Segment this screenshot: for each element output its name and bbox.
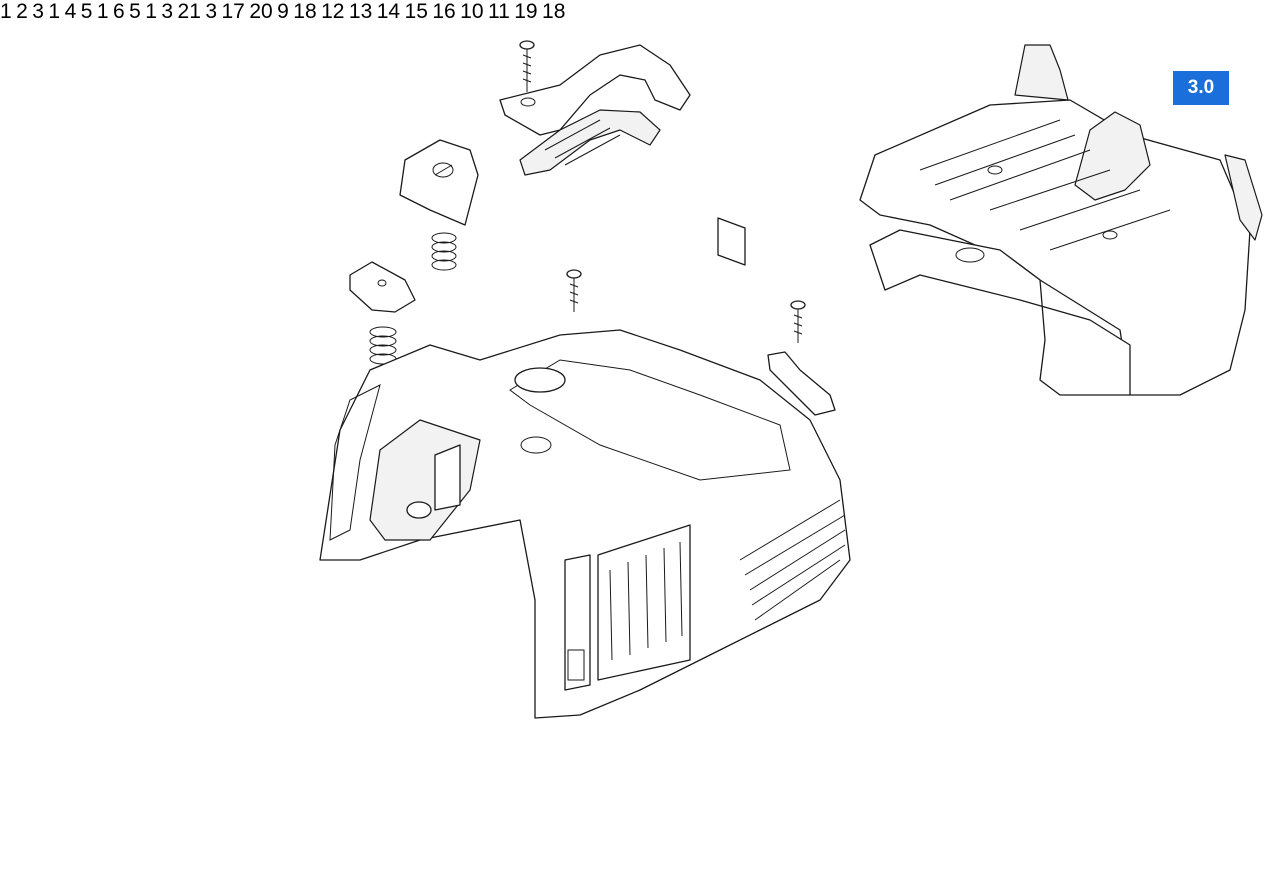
callout-2-handle: 2 xyxy=(16,0,28,23)
callout-4: 4 xyxy=(64,0,77,23)
callout-1-knob6: 1 xyxy=(96,0,109,23)
callout-13: 13 xyxy=(348,0,373,23)
callout-11: 11 xyxy=(487,0,510,23)
callout-1-handle: 1 xyxy=(0,0,12,23)
callout-18-right: 18 xyxy=(542,0,566,23)
callout-16: 16 xyxy=(432,0,456,23)
spring-5-lower xyxy=(369,326,397,365)
knob-6 xyxy=(349,261,416,313)
assembly-badge: 3.0 xyxy=(1173,71,1229,105)
bracket-17 xyxy=(767,351,836,416)
callout-17: 17 xyxy=(221,0,245,23)
callout-10: 10 xyxy=(460,0,484,23)
main-housing xyxy=(319,329,851,719)
callout-3-middle: 3 xyxy=(161,0,174,23)
callout-5-upper: 5 xyxy=(80,0,93,23)
callout-12: 12 xyxy=(321,0,345,23)
screw-top-left xyxy=(519,40,535,92)
screw-middle xyxy=(566,269,582,312)
label-21 xyxy=(717,217,746,266)
callout-1-housing: 1 xyxy=(145,0,157,23)
assembly-3-0 xyxy=(859,44,1263,396)
callout-numbers: 1 2 3 1 4 5 1 6 5 1 3 21 3 17 20 9 18 12… xyxy=(0,0,565,23)
callout-18-left: 18 xyxy=(293,0,317,23)
spring-5-upper xyxy=(431,232,457,271)
callout-3-right: 3 xyxy=(205,0,218,23)
callout-1-knob4: 1 xyxy=(48,0,61,23)
callout-9: 9 xyxy=(277,0,289,23)
callout-5-lower: 5 xyxy=(129,0,141,23)
callout-19: 19 xyxy=(514,0,538,23)
callout-14: 14 xyxy=(376,0,401,23)
knob-4 xyxy=(399,139,479,226)
screw-right xyxy=(790,300,806,343)
callout-15: 15 xyxy=(404,0,428,23)
callout-6: 6 xyxy=(112,0,125,23)
callout-21: 21 xyxy=(177,0,201,23)
carry-handle xyxy=(499,44,691,176)
callout-20: 20 xyxy=(249,0,273,23)
callout-3-top: 3 xyxy=(32,0,44,23)
